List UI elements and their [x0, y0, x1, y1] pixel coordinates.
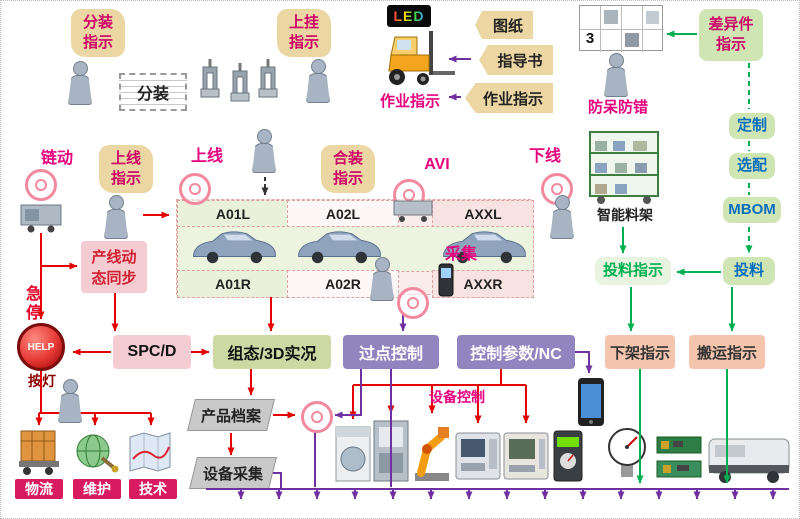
collect-label: 采集: [444, 246, 477, 263]
hanger-fixture-icon: [229, 63, 251, 107]
sensor-circle-icon: [25, 169, 57, 201]
technology-map-icon: [127, 429, 173, 475]
drawing-card: 图纸: [475, 11, 533, 39]
work-instruction-card-label: 作业指示: [482, 90, 543, 108]
cnc-machine-icon: [455, 429, 501, 483]
person-icon: [57, 379, 83, 423]
hangup-instruction-box: 上挂指示: [277, 9, 331, 57]
robot-arm-icon: [411, 419, 453, 483]
guidebook-card: 指导书: [479, 45, 553, 75]
matrix-count-label: 3: [585, 30, 595, 47]
person-icon: [103, 195, 129, 239]
gauge-icon: [605, 425, 649, 483]
control-params-box: 控制参数/NC: [457, 335, 575, 369]
product-archive-box: 产品档案: [191, 399, 271, 431]
phone-icon: [577, 377, 605, 427]
unload-instruction-box: 下架指示: [605, 335, 675, 369]
handheld-scanner-icon: [437, 263, 455, 297]
guidebook-label: 指导书: [497, 52, 543, 70]
car-body-icon: [291, 227, 386, 267]
work-instruction-card: 作业指示: [465, 83, 553, 113]
line-sync-label: 产线动态同步: [91, 249, 137, 287]
drawing-label: 图纸: [492, 17, 523, 35]
device-collect-box: 设备采集: [193, 457, 273, 489]
device-control-label: 设备控制: [429, 389, 485, 405]
technology-label: 技术: [129, 479, 177, 499]
agv-icon: [707, 425, 791, 485]
diff-parts-instruction-label: 差异件指示: [708, 15, 754, 53]
parts-matrix-icon: 3: [579, 5, 664, 52]
car-body-icon: [186, 227, 281, 267]
avi-station-icon: [393, 199, 433, 223]
meter-icon: [553, 429, 583, 483]
logistics-label: 物流: [15, 479, 63, 499]
person-icon: [251, 129, 277, 173]
offline-label: 下线: [528, 148, 561, 165]
transport-instruction-box: 搬运指示: [689, 335, 765, 369]
product-archive-label: 产品档案: [200, 407, 261, 425]
led-display: LED: [387, 5, 431, 27]
smart-rack-icon: [587, 129, 661, 205]
line-cell: AXXL: [432, 200, 534, 228]
person-icon: [603, 53, 629, 97]
pcb-boards-icon: [655, 431, 703, 483]
cabinet-machine-icon: [373, 419, 409, 483]
work-instruction-caption: 作业指示: [379, 93, 440, 110]
cnc-machine-icon: [503, 429, 549, 483]
line-cell: A02L: [287, 200, 399, 228]
car-body-icon: [436, 227, 531, 267]
maintenance-globe-icon: [73, 429, 119, 475]
hanger-fixture-icon: [257, 59, 279, 103]
online-label: 上线: [190, 148, 223, 165]
feeding-instruction-box: 投料指示: [595, 257, 671, 285]
chain-drive-machine-icon: [19, 203, 63, 233]
sensor-circle-icon: [179, 173, 211, 205]
subassembly-area-box: 分装: [119, 73, 187, 111]
maintenance-label: 维护: [73, 479, 121, 499]
forklift-icon: [371, 27, 461, 91]
person-icon: [67, 61, 93, 105]
mbom-box: MBOM: [723, 197, 781, 223]
subassembly-instruction-label: 分装指示: [82, 13, 113, 51]
avi-label: AVI: [424, 156, 450, 173]
press-machine-icon: [335, 425, 371, 483]
diff-parts-instruction-box: 差异件指示: [699, 9, 763, 61]
assembly-instruction-label: 合装指示: [332, 149, 363, 187]
feeding-box: 投料: [723, 257, 775, 285]
led-text: LED: [393, 8, 425, 24]
scada-3d-box: 组态/3D实况: [213, 335, 331, 369]
person-icon: [305, 59, 331, 103]
assembly-instruction-box: 合装指示: [321, 145, 375, 193]
line-sync-box: 产线动态同步: [81, 241, 147, 293]
online-instruction-label: 上线指示: [110, 149, 141, 187]
chain-drive-label: 链动: [40, 150, 73, 167]
spcd-box: SPC/D: [113, 335, 191, 369]
help-button: HELP: [17, 323, 65, 371]
device-collect-label: 设备采集: [202, 465, 263, 483]
andon-label: 按灯: [28, 373, 56, 389]
line-cell: A01R: [177, 270, 289, 298]
pokayoke-label: 防呆防错: [587, 99, 648, 116]
line-cell: A01L: [177, 200, 289, 228]
subassembly-instruction-box: 分装指示: [71, 9, 125, 57]
smart-rack-label: 智能料架: [597, 207, 653, 223]
sensor-circle-icon: [301, 401, 333, 433]
hangup-instruction-label: 上挂指示: [288, 13, 319, 51]
optional-config-box: 选配: [729, 153, 775, 179]
sensor-circle-icon: [397, 287, 429, 319]
logistics-crate-icon: [17, 425, 61, 477]
emergency-stop-label: 急停: [23, 285, 40, 323]
subassembly-label: 分装: [136, 86, 169, 103]
person-icon: [549, 195, 575, 239]
hanger-fixture-icon: [199, 59, 221, 103]
online-instruction-box: 上线指示: [99, 145, 153, 193]
point-control-box: 过点控制: [343, 335, 439, 369]
person-icon: [369, 257, 395, 301]
customize-box: 定制: [729, 113, 775, 139]
